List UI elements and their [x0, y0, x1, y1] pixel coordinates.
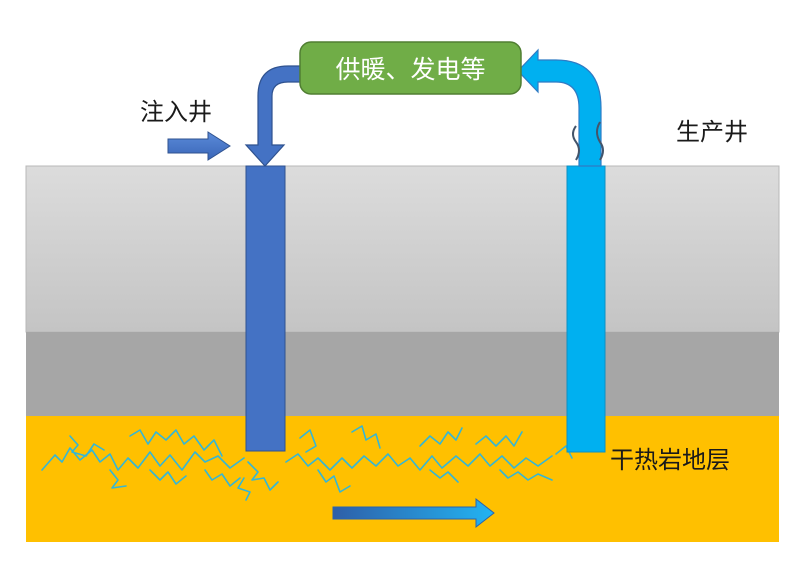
injection-well-pipe [245, 165, 286, 452]
utilization-label: 供暖、发电等 [335, 55, 486, 84]
hot-dry-rock-layer [26, 416, 779, 542]
steam-icon [572, 125, 580, 161]
production-well-label: 生产井 [676, 118, 748, 146]
utilization-box [299, 41, 522, 95]
hot-dry-rock-label: 干热岩地层 [610, 446, 730, 474]
middle-rock-layer [26, 332, 779, 416]
injection-well-label: 注入井 [140, 98, 212, 126]
flow-arrow-icon [332, 497, 495, 529]
fracture-network [41, 425, 573, 501]
upper-rock-layer [25, 165, 780, 333]
injection-arrow-icon [167, 131, 231, 161]
supply-flow-arrow [517, 48, 602, 167]
production-well-pipe [566, 165, 606, 453]
return-flow-arrow [244, 65, 303, 167]
steam-icon [596, 121, 604, 161]
